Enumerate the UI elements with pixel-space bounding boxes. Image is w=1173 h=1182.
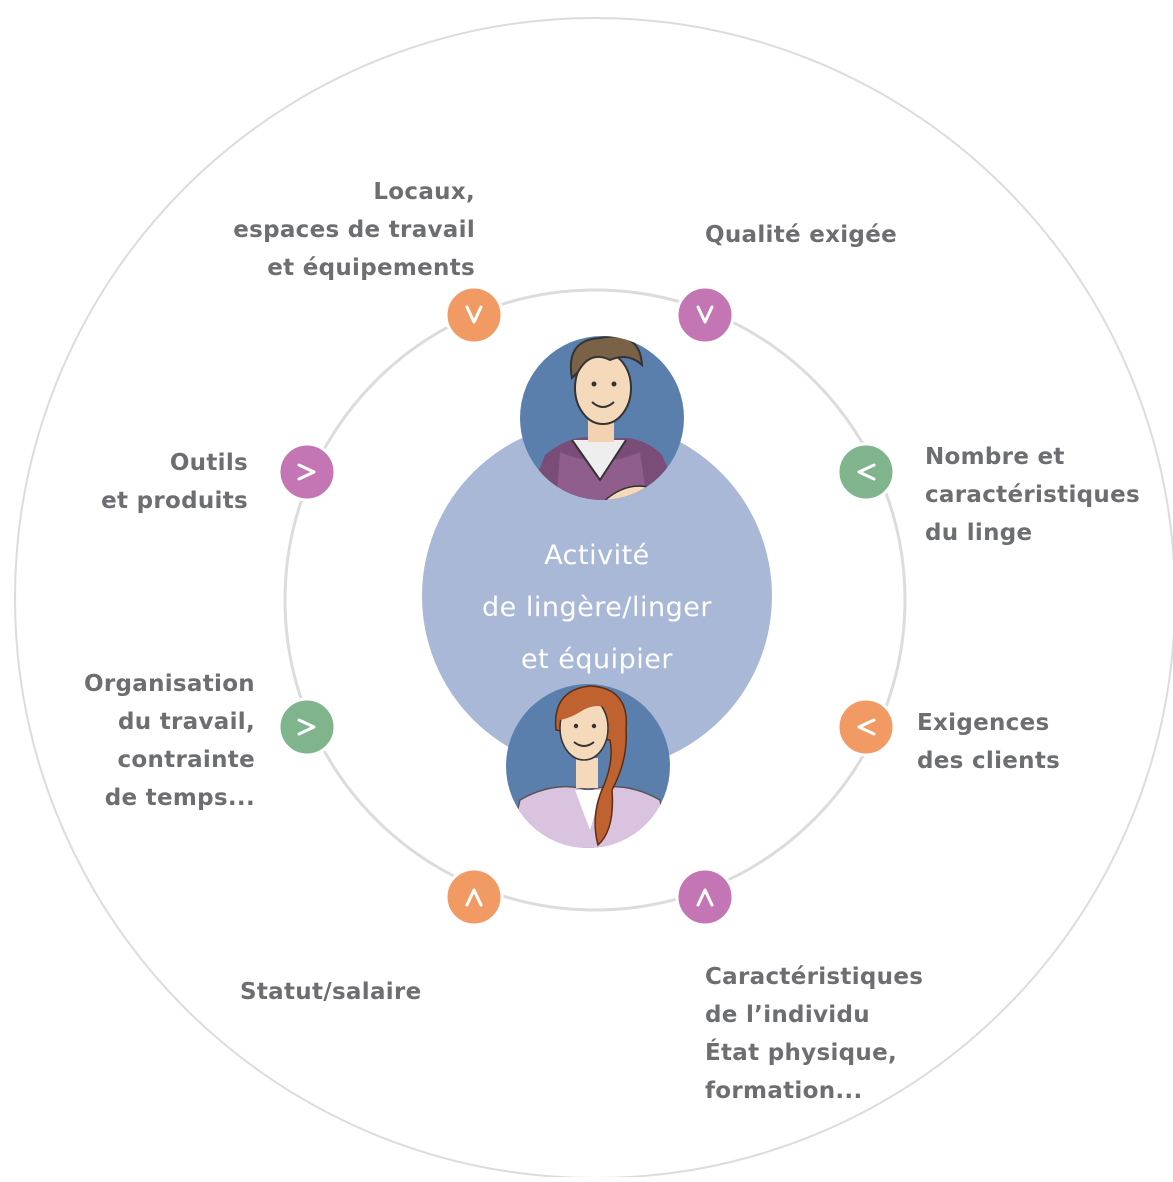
factor-label-organisation: Organisation du travail, contrainte de t… — [30, 665, 255, 817]
node-dot — [277, 442, 337, 502]
arrow-right-icon — [297, 718, 316, 736]
center-line: de lingère/linger — [482, 592, 712, 623]
label-line: Outils — [169, 450, 248, 476]
center-line: et équipier — [521, 644, 673, 675]
label-line: Statut/salaire — [240, 979, 422, 1005]
label-line: de temps... — [104, 785, 255, 811]
factor-node-locaux — [444, 285, 504, 345]
label-line: et produits — [101, 488, 248, 514]
label-line: Qualité exigée — [705, 222, 897, 248]
label-line: des clients — [917, 748, 1061, 774]
label-line: Organisation — [83, 671, 255, 697]
woman-portrait-icon — [506, 684, 670, 848]
label-line: Nombre et — [925, 444, 1065, 470]
factor-label-clients: Exigences des clients — [917, 704, 1060, 780]
node-dot — [277, 697, 337, 757]
node-dot — [444, 285, 504, 345]
man-portrait-icon — [520, 336, 684, 500]
label-line: du travail, — [117, 709, 255, 735]
node-dot — [836, 442, 896, 502]
label-line: Locaux, — [373, 179, 475, 205]
factor-label-statut: Statut/salaire — [240, 973, 421, 1011]
label-line: Exigences — [917, 710, 1050, 736]
node-dot — [836, 697, 896, 757]
label-line: formation... — [705, 1078, 863, 1104]
arrow-left-icon — [857, 463, 876, 481]
label-line: caractéristiques — [925, 482, 1140, 508]
factor-label-locaux: Locaux, espaces de travail et équipement… — [170, 173, 475, 287]
factor-nodes — [277, 285, 896, 927]
center-line: Activité — [544, 540, 650, 571]
label-line: espaces de travail — [233, 217, 475, 243]
label-line: État physique, — [705, 1040, 898, 1066]
factor-label-individu: Caractéristiques de l’individu État phys… — [705, 958, 923, 1110]
node-dot — [675, 867, 735, 927]
factor-node-statut — [444, 867, 504, 927]
label-line: contrainte — [117, 747, 255, 773]
inner-ring — [283, 288, 907, 912]
factor-label-linge: Nombre et caractéristiques du linge — [925, 438, 1140, 552]
arrow-down-icon — [696, 305, 714, 324]
arrow-up-icon — [696, 888, 714, 907]
arrow-left-icon — [857, 718, 876, 736]
arrow-down-icon — [465, 305, 483, 324]
node-dot — [675, 285, 735, 345]
label-line: de l’individu — [705, 1002, 870, 1028]
arrow-right-icon — [297, 463, 316, 481]
factor-label-qualite: Qualité exigée — [705, 216, 897, 254]
factor-node-individu — [675, 867, 735, 927]
arrow-up-icon — [465, 888, 483, 907]
factor-label-outils: Outils et produits — [40, 444, 248, 520]
center-circle — [422, 421, 772, 771]
node-dot — [444, 867, 504, 927]
label-line: du linge — [925, 520, 1033, 546]
label-line: Caractéristiques — [705, 964, 924, 990]
center-label: Activité de lingère/linger et équipier — [422, 530, 772, 686]
factor-node-outils — [277, 442, 337, 502]
factor-node-organisation — [277, 697, 337, 757]
factor-node-qualite — [675, 285, 735, 345]
factor-node-clients — [836, 697, 896, 757]
label-line: et équipements — [267, 255, 475, 281]
factor-node-linge — [836, 442, 896, 502]
